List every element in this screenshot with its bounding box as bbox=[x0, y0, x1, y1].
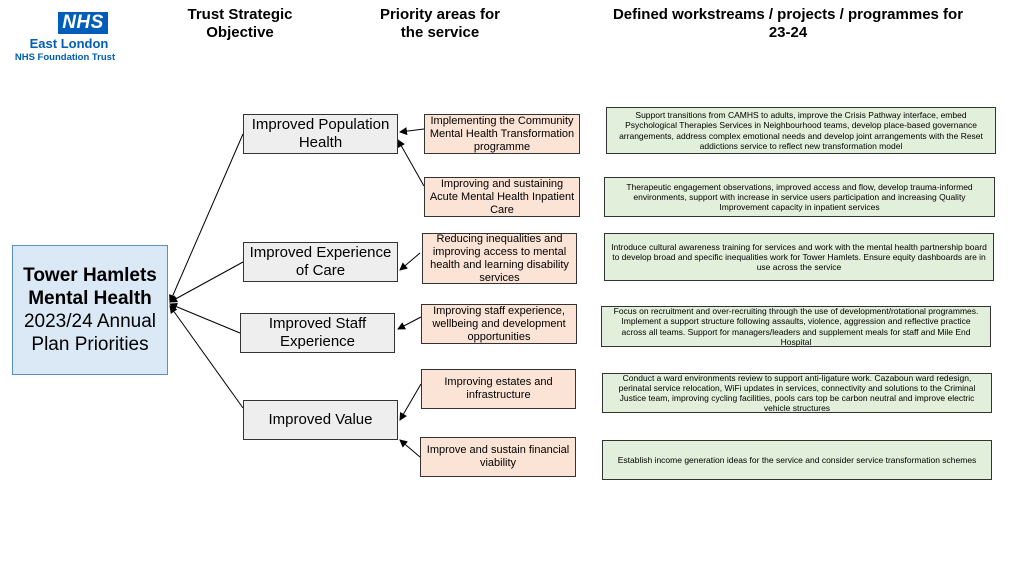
header-priority: Priority areas for the service bbox=[379, 6, 501, 41]
workstream-box: Introduce cultural awareness training fo… bbox=[604, 233, 994, 281]
header-objective: Trust Strategic Objective bbox=[187, 6, 293, 41]
objective-box: Improved Population Health bbox=[243, 114, 398, 154]
root-title-line3: 2023/24 Annual Plan Priorities bbox=[23, 311, 157, 355]
arrow-staff-to-root bbox=[169, 302, 241, 334]
priority-box: Improving estates and infrastructure bbox=[421, 369, 576, 409]
root-box: Tower Hamlets Mental Health 2023/24 Annu… bbox=[12, 245, 168, 375]
priority-box: Improve and sustain financial viability bbox=[420, 437, 576, 477]
objective-box: Improved Experience of Care bbox=[243, 242, 398, 282]
workstream-box: Support transitions from CAMHS to adults… bbox=[606, 107, 996, 154]
logo-trust-subtitle: NHS Foundation Trust bbox=[14, 52, 116, 63]
priority-box: Implementing the Community Mental Health… bbox=[424, 114, 580, 154]
arrow-estates-to-value bbox=[399, 383, 422, 421]
arrow-value-to-root bbox=[169, 305, 244, 409]
workstream-box: Focus on recruitment and over-recruiting… bbox=[601, 306, 991, 347]
arrow-inequalities-to-experience bbox=[399, 252, 421, 271]
nhs-logo: NHS bbox=[58, 12, 108, 34]
workstream-box: Establish income generation ideas for th… bbox=[602, 440, 992, 480]
arrow-staff-exp-to-staff bbox=[397, 316, 422, 330]
arrow-cmh-to-pop-health bbox=[399, 127, 425, 136]
priority-box: Improving and sustaining Acute Mental He… bbox=[424, 177, 580, 217]
priority-box: Improving staff experience, wellbeing an… bbox=[421, 304, 577, 344]
objective-box: Improved Staff Experience bbox=[240, 313, 395, 353]
root-title-line2: Mental Health bbox=[28, 288, 152, 309]
arrow-acute-to-pop-health bbox=[397, 139, 425, 187]
objective-box: Improved Value bbox=[243, 400, 398, 440]
logo-trust-name: East London bbox=[29, 36, 109, 51]
arrow-finance-to-value bbox=[399, 439, 421, 458]
header-workstreams: Defined workstreams / projects / program… bbox=[612, 6, 964, 41]
arrow-pop-health-to-root bbox=[169, 133, 244, 303]
priority-box: Reducing inequalities and improving acce… bbox=[422, 233, 577, 284]
workstream-box: Therapeutic engagement observations, imp… bbox=[604, 177, 995, 217]
arrow-experience-to-root bbox=[169, 261, 244, 303]
root-title-line1: Tower Hamlets bbox=[23, 265, 157, 286]
workstream-box: Conduct a ward environments review to su… bbox=[602, 373, 992, 413]
